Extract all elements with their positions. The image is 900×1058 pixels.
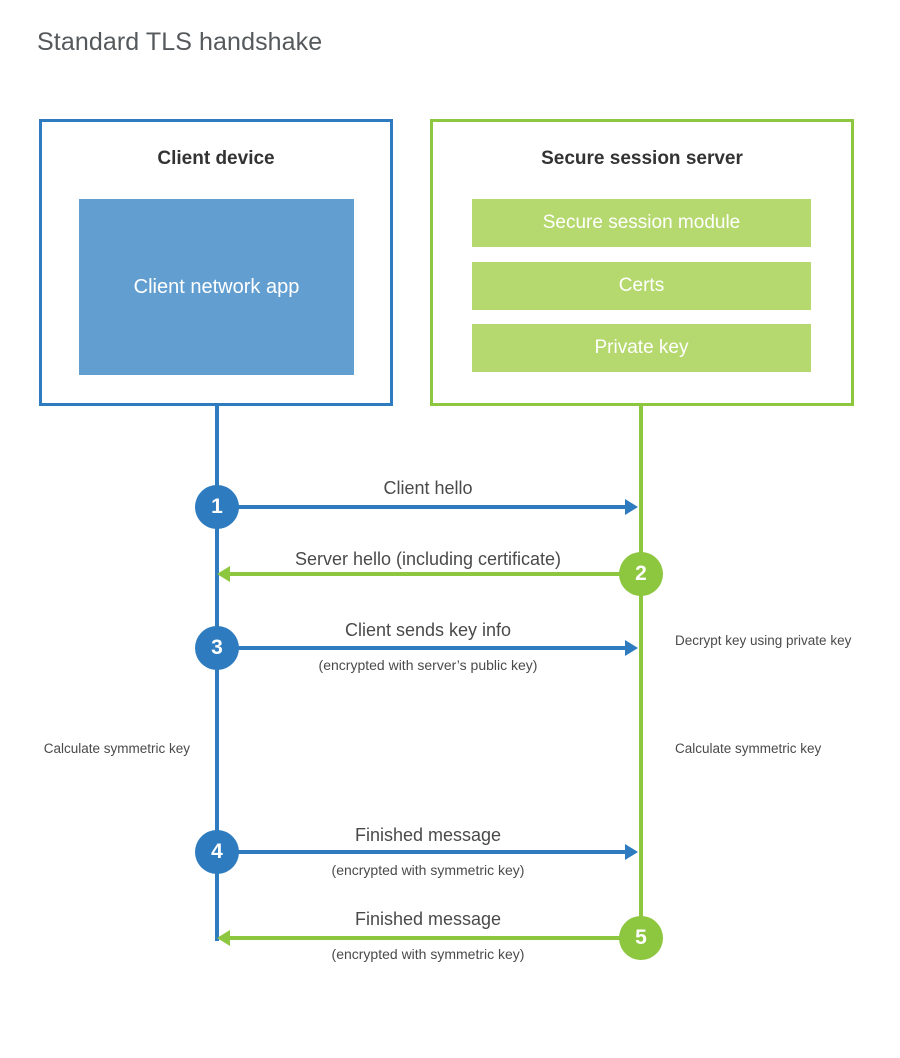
server-module-certs: Certs [472,262,811,310]
server-module-label: Certs [618,275,665,296]
server-module-secure-session-module: Secure session module [472,199,811,247]
step-1-marker: 1 [195,485,239,529]
server-module-label: Private key [594,337,689,358]
step-2-marker: 2 [619,552,663,596]
arrow-head-right-icon [625,499,638,515]
step-2-arrow [217,566,641,582]
arrow-head-left-icon [217,566,230,582]
client-network-app-label: Client network app [133,275,300,298]
client-network-app-block: Client network app [79,199,354,375]
step-1-arrow [217,499,638,515]
step-3-sublabel: (encrypted with server’s public key) [318,657,538,673]
step-4-arrow [217,844,638,860]
step-3-marker: 3 [195,626,239,670]
step-4-label: Finished message [354,825,502,845]
step-2-label: Server hello (including certificate) [294,549,562,569]
annotation-client-calculate-symmetric-key: Calculate symmetric key [43,741,190,756]
client-lifeline [215,403,219,941]
annotation-decrypt-key: Decrypt key using private key [675,633,852,648]
server-module-label: Secure session module [542,212,741,233]
arrow-head-left-icon [217,930,230,946]
step-3-arrow [217,640,638,656]
client-device-box: Client device Client network app [39,119,393,406]
step-1-label: Client hello [383,478,473,498]
step-5-marker: 5 [619,916,663,960]
step-5-arrow [217,930,641,946]
annotation-server-calculate-symmetric-key: Calculate symmetric key [675,741,822,756]
step-5-sublabel: (encrypted with symmetric key) [331,946,525,962]
step-4-sublabel: (encrypted with symmetric key) [331,862,525,878]
step-4-marker: 4 [195,830,239,874]
step-3-label: Client sends key info [344,620,512,640]
page-title: Standard TLS handshake [37,28,323,56]
client-device-title: Client device [157,148,275,169]
step-5-label: Finished message [354,909,502,929]
secure-session-server-box: Secure session server Secure session mod… [430,119,854,406]
arrow-head-right-icon [625,844,638,860]
secure-session-server-title: Secure session server [541,148,743,169]
server-lifeline [639,403,643,940]
arrow-head-right-icon [625,640,638,656]
server-module-private-key: Private key [472,324,811,372]
